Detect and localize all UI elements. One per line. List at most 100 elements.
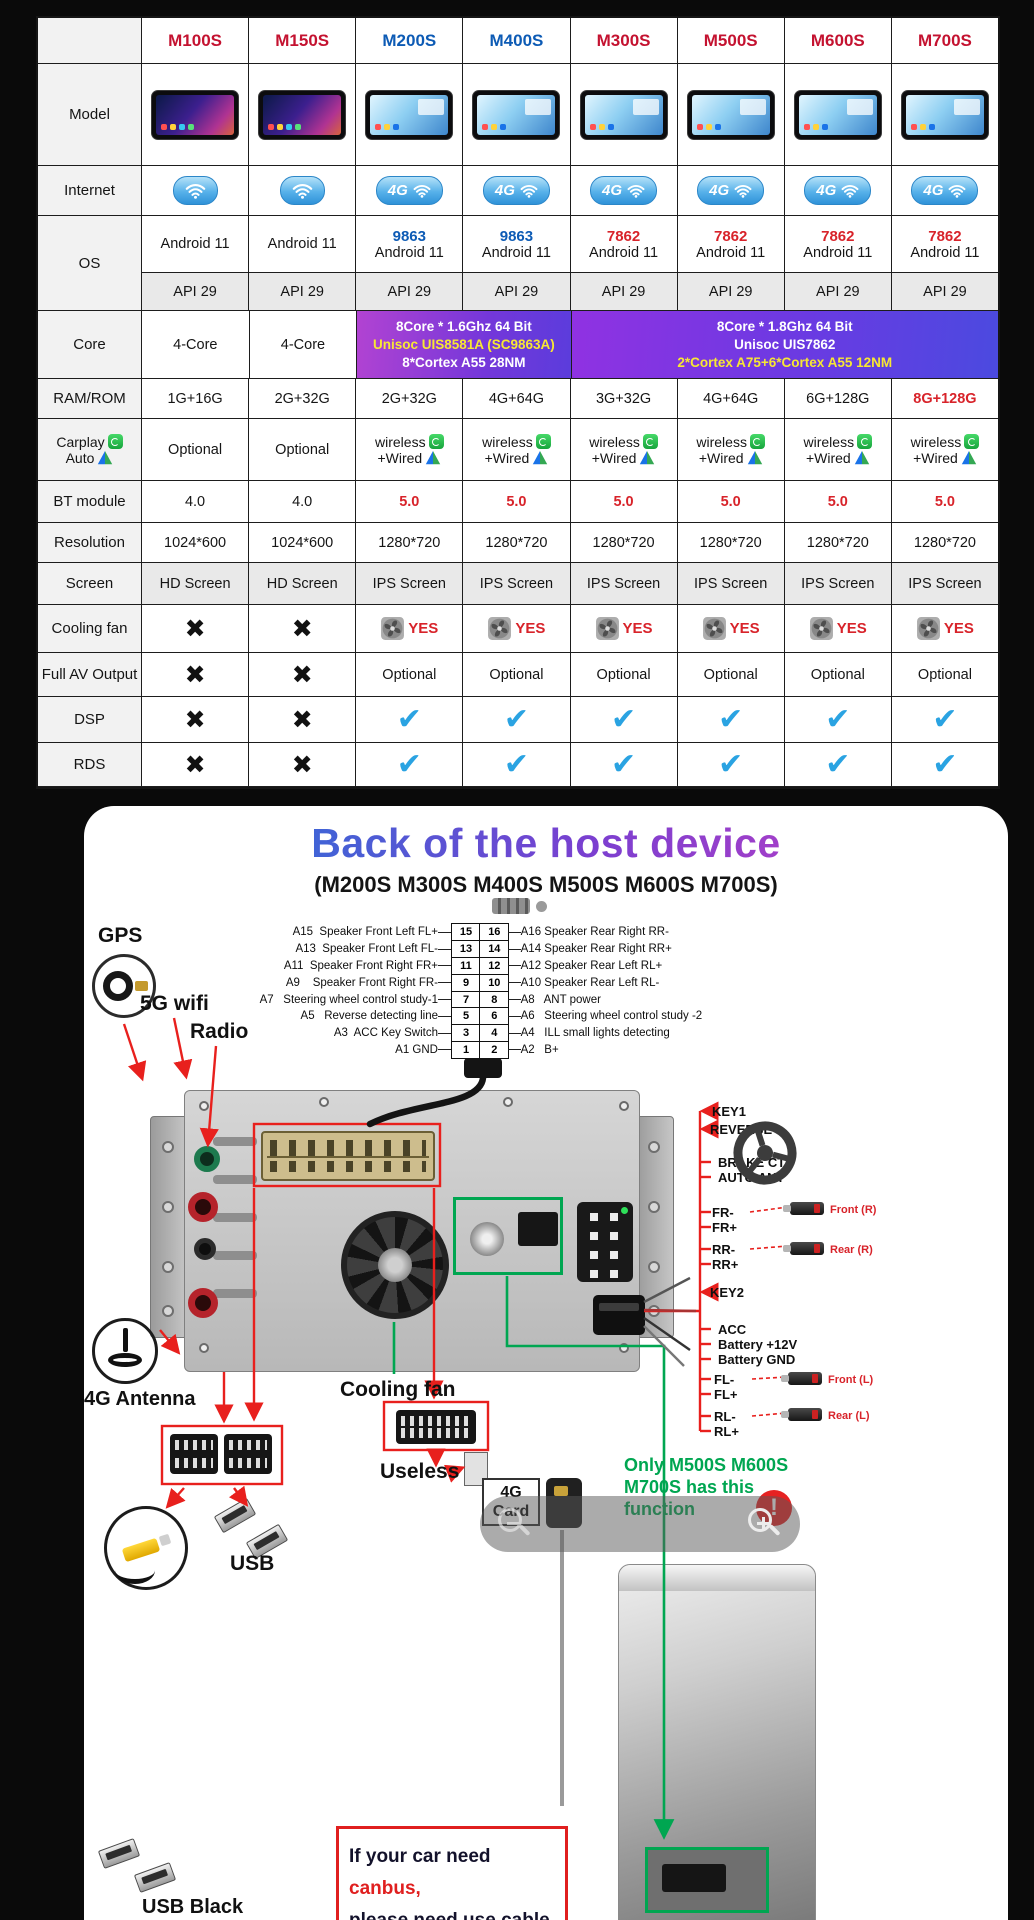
zoom-in-button[interactable] [748, 1508, 782, 1542]
row-label: Internet [38, 166, 142, 216]
screen-row: Screen HD Screen HD Screen IPS Screen IP… [38, 563, 998, 605]
rca-connector [188, 1192, 218, 1222]
check-icon: ✔ [396, 703, 422, 736]
pin-label-right: A16 Speaker Rear Right RR- [520, 926, 669, 939]
pin-number: 5 [451, 1007, 481, 1026]
wire-label: FL+ [714, 1387, 738, 1402]
model-cell [463, 64, 571, 166]
pin-label-right: A10 Speaker Rear Left RL- [520, 976, 660, 989]
pin-number: 13 [451, 940, 481, 959]
row-label: BT module [38, 481, 142, 523]
pin-label-right: A2 B+ [520, 1043, 559, 1056]
wifi-icon [627, 184, 645, 198]
carplay-cell: Optional [142, 419, 250, 481]
radio-label: Radio [190, 1020, 249, 1043]
ram-cell: 1G+16G [142, 379, 250, 419]
wifi-icon [292, 183, 312, 199]
4g-label: 4G [387, 182, 408, 199]
harness-connector [224, 1434, 272, 1474]
vent [213, 1175, 257, 1184]
4g-label: 4G [494, 182, 515, 199]
pin-label-left: A1 GND [395, 1043, 438, 1056]
bt-cell: 4.0 [142, 481, 250, 523]
check-icon: ✔ [503, 748, 529, 781]
header-row: M100S M150S M200S M400S M300S M500S M600… [38, 18, 998, 64]
internet-cell: 4G [570, 166, 678, 216]
android-auto-icon [854, 450, 869, 464]
vent [213, 1289, 257, 1298]
pin-number: 9 [451, 973, 481, 992]
x-icon: ✖ [291, 750, 313, 779]
x-icon: ✖ [184, 660, 206, 689]
api-cell: API 29 [249, 273, 357, 311]
pin-label-left: A3 ACC Key Switch [333, 1027, 438, 1040]
ram-cell: 2G+32G [356, 379, 464, 419]
bt-cell: 5.0 [784, 481, 892, 523]
rds-cell: ✔ [784, 743, 892, 787]
vent [213, 1213, 257, 1222]
dsp-cell: ✔ [784, 697, 892, 743]
useless-label: Useless [380, 1460, 460, 1483]
carplay-icon [428, 434, 444, 449]
zoom-out-button[interactable] [498, 1508, 532, 1542]
av-row: Full AV Output ✖ ✖ Optional Optional Opt… [38, 653, 998, 697]
cooling-cell: YES [570, 605, 678, 653]
pin-number: 2 [479, 1040, 510, 1059]
wifi-icon [734, 184, 752, 198]
head-unit-image [900, 89, 989, 140]
row-label: Screen [38, 563, 142, 605]
mount-bracket-left [150, 1116, 188, 1338]
rds-cell: ✔ [356, 743, 464, 787]
harness-connector [396, 1410, 476, 1444]
harness-plug-icon [464, 1058, 502, 1078]
rds-cell: ✔ [891, 743, 998, 787]
wire-label: RR+ [712, 1257, 739, 1272]
head-unit-image [151, 89, 240, 140]
bt-cell: 5.0 [463, 481, 571, 523]
check-icon: ✔ [610, 703, 637, 736]
dsp-cell: ✔ [570, 697, 678, 743]
row-label: Model [38, 64, 142, 166]
radio-antenna-connector [194, 1146, 220, 1172]
wire-harness-plug [593, 1295, 645, 1335]
dsp-cell: ✖ [142, 697, 250, 743]
cooling-row: Cooling fan ✖ ✖ YES YES YES YES YES YES [38, 605, 998, 653]
col-header: M400S [463, 18, 571, 64]
core-cell-merged: 8Core * 1.6Ghz 64 Bit Unisoc UIS8581A (S… [357, 311, 572, 379]
android-auto-icon [747, 450, 762, 464]
cooling-cell: YES [891, 605, 998, 653]
check-icon: ✔ [825, 703, 851, 736]
fan-icon [488, 617, 512, 640]
android-auto-icon [961, 450, 976, 464]
pin-number: 14 [479, 940, 510, 959]
screen-cell: IPS Screen [891, 563, 998, 605]
cooling-cell: ✖ [142, 605, 250, 653]
vent [213, 1251, 257, 1260]
row-label: RAM/ROM [38, 379, 142, 419]
api-cell: API 29 [142, 273, 250, 311]
rca-plug-icon [783, 1242, 824, 1255]
carplay-cell: wireless+Wired [784, 419, 892, 481]
av-cell: Optional [570, 653, 678, 697]
connector-dot-icon [536, 901, 547, 912]
col-header: M150S [249, 18, 357, 64]
aux-port [470, 1222, 504, 1256]
bt-cell: 5.0 [677, 481, 785, 523]
dsp-cell: ✖ [249, 697, 357, 743]
wire-label: KEY2 [710, 1285, 744, 1300]
rds-cell: ✖ [249, 743, 357, 787]
wire-label: FL- [714, 1372, 735, 1387]
fan-icon [809, 617, 833, 640]
resolution-row: Resolution 1024*600 1024*600 1280*720 12… [38, 523, 998, 563]
res-cell: 1280*720 [677, 523, 785, 563]
cooling-cell: YES [463, 605, 571, 653]
row-label: Cooling fan [38, 605, 142, 653]
internet-row: Internet 4G 4G 4G 4G 4G 4G [38, 166, 998, 216]
av-cell: ✖ [249, 653, 357, 697]
4g-label: 4G [602, 182, 623, 199]
core-cell: 4-Core [249, 311, 358, 379]
wifi-icon [413, 184, 431, 198]
rds-cell: ✔ [570, 743, 678, 787]
